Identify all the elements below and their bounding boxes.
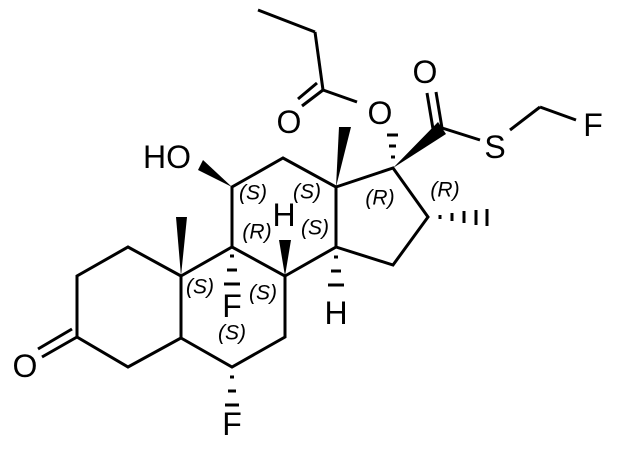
ketone-oxygen-label: O [13, 348, 38, 384]
bonds [37, 8, 577, 369]
hashed-bonds [224, 133, 489, 407]
thioester-carbonyl-oxygen-label: O [413, 54, 438, 90]
sulfur-label: S [484, 129, 505, 165]
stereo-c6: (S) [218, 322, 246, 345]
atom-labels: O HO F F H H O O O S F [13, 54, 603, 442]
ester-oxygen-label: O [368, 95, 393, 131]
stereo-c14: (S) [301, 217, 329, 240]
stereo-c8: (S) [249, 282, 277, 305]
fluorine-c9-label: F [222, 288, 242, 324]
stereo-c10: (S) [186, 276, 214, 299]
stereo-c17: (R) [365, 187, 394, 210]
stereo-c16: (R) [430, 179, 459, 202]
stereo-labels: (S) (S) (R) (S) (S) (S) (S) (R) (R) [186, 179, 460, 345]
hydrogen-c14-label: H [324, 295, 347, 331]
stereo-c11: (S) [239, 182, 267, 205]
fluorine-c6-label: F [222, 406, 242, 442]
ester-carbonyl-oxygen-label: O [277, 104, 302, 140]
hydroxyl-label: HO [143, 139, 191, 175]
wedge-bonds [176, 122, 446, 276]
stereo-c9: (R) [242, 221, 271, 244]
terminal-fluorine-label: F [583, 107, 603, 143]
hydrogen-c8-label: H [272, 197, 295, 233]
stereo-c13: (S) [293, 181, 321, 204]
